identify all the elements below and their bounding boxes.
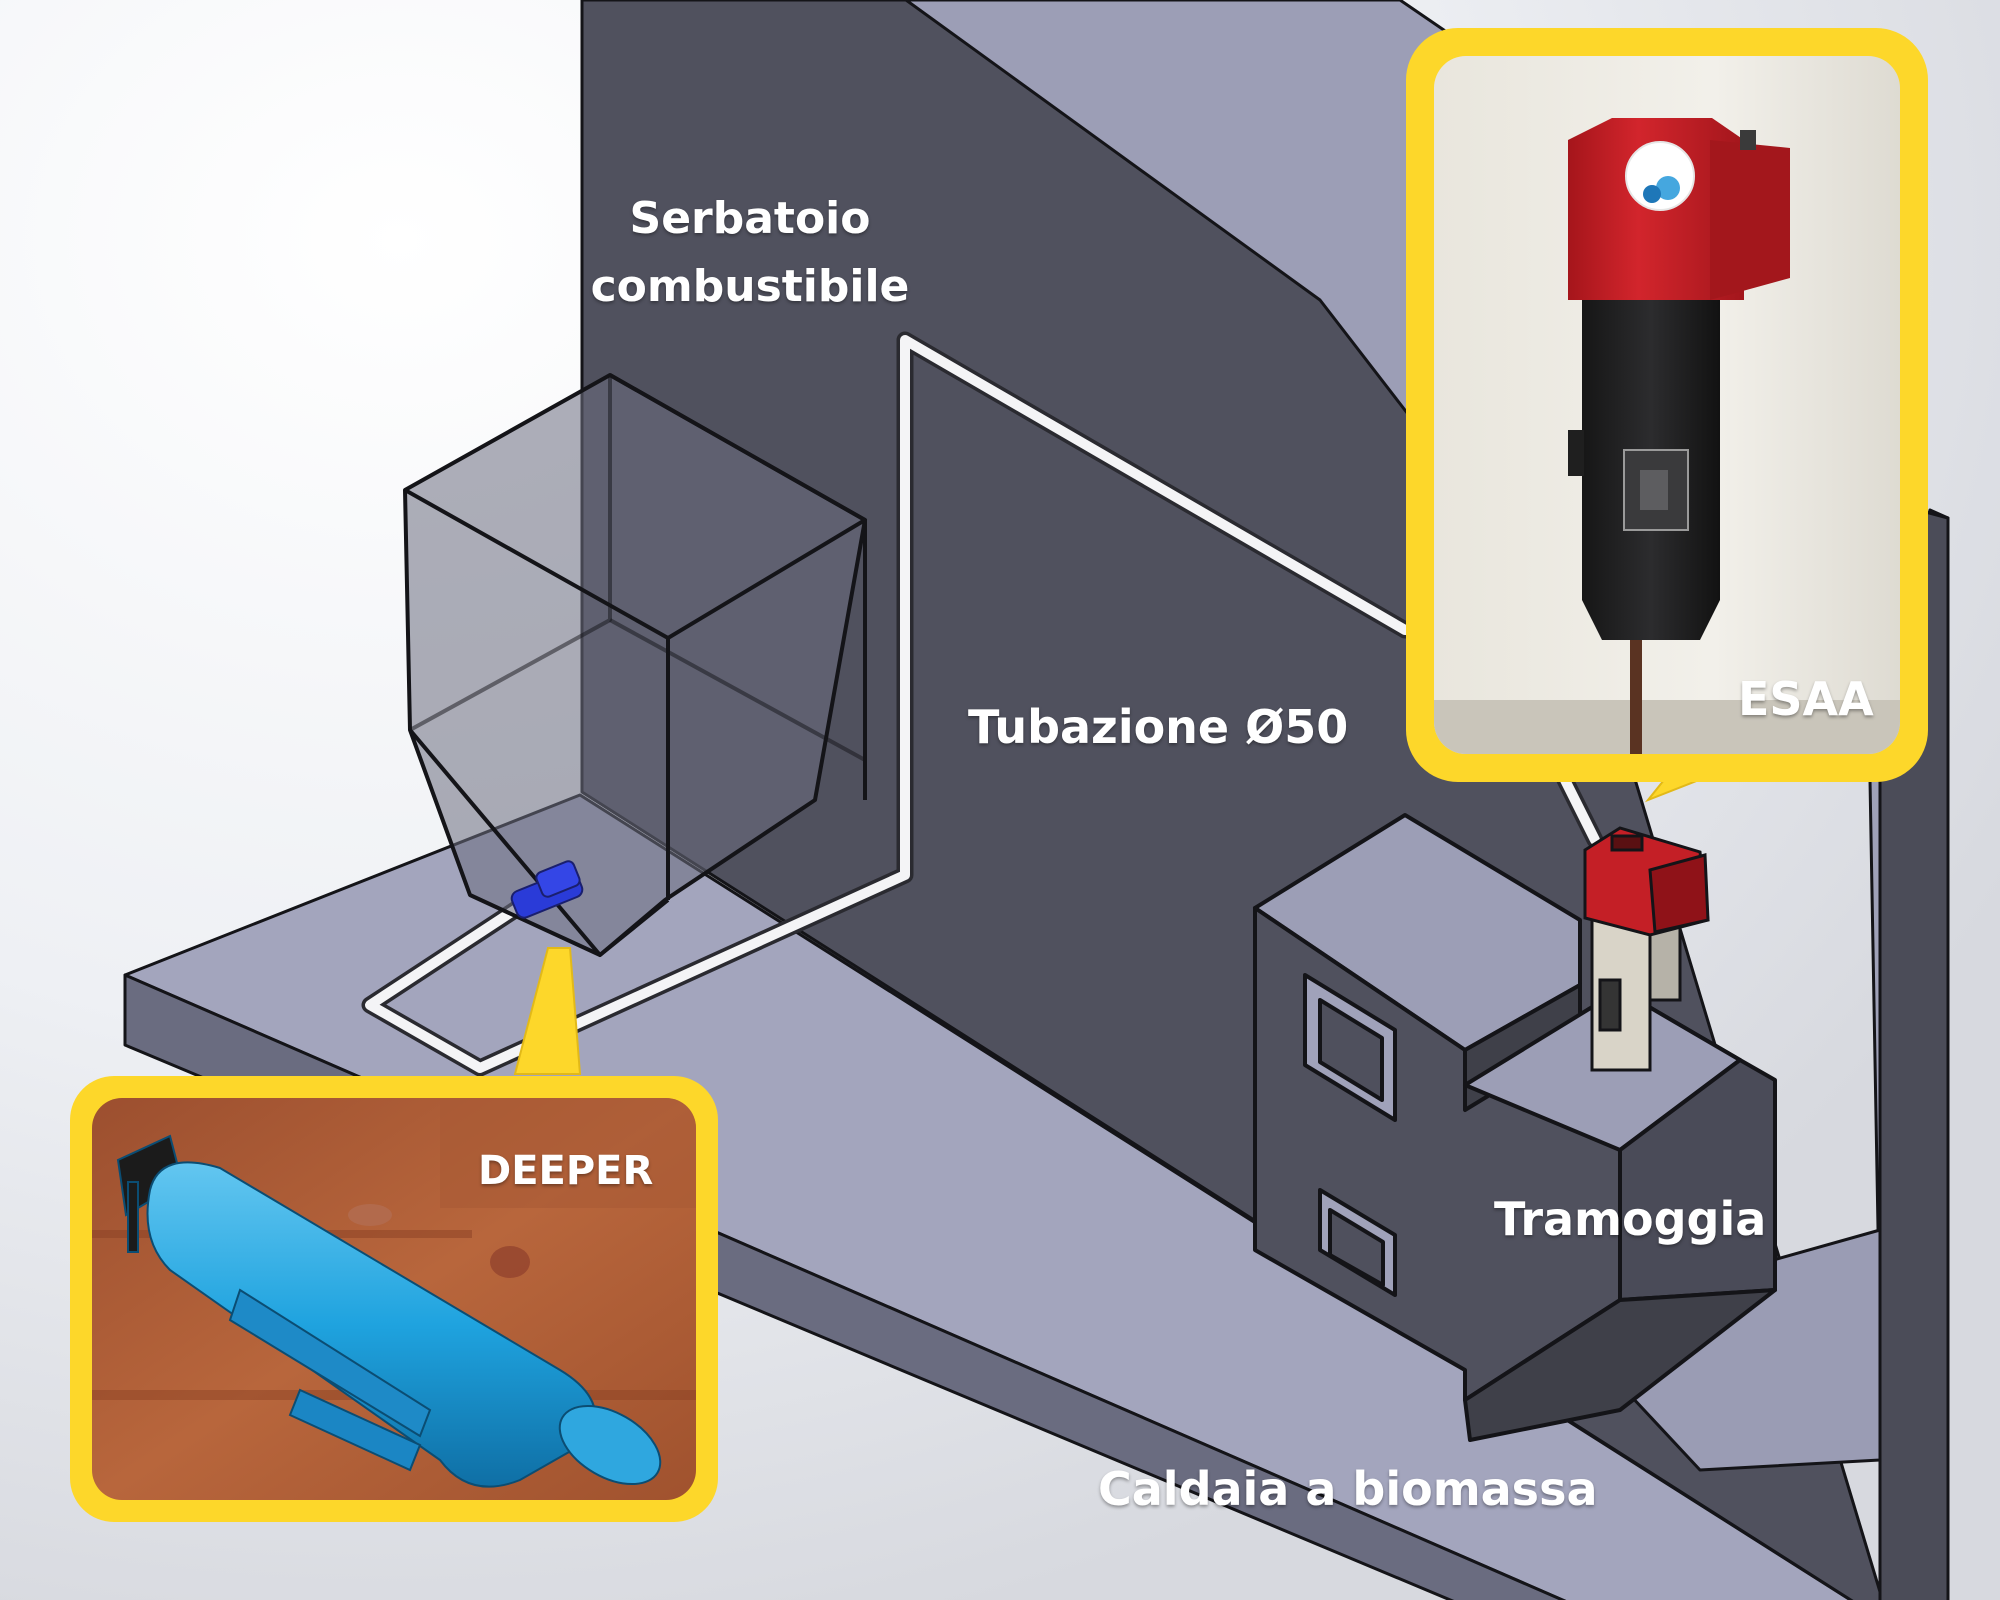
pipe xyxy=(361,331,1604,1077)
label-fuel-tank-line2: combustibile xyxy=(590,261,910,312)
deeper-callout xyxy=(70,947,718,1522)
deeper-photo xyxy=(116,1134,662,1488)
label-pipe: Tubazione Ø50 xyxy=(968,700,1349,754)
deeper-model xyxy=(510,860,584,919)
label-biomass-boiler: Caldaia a biomassa xyxy=(1098,1462,1598,1516)
label-esaa: ESAA xyxy=(1738,672,1874,726)
esaa-model xyxy=(1583,826,1710,1072)
label-fuel-tank-line1: Serbatoio xyxy=(629,193,871,244)
label-hopper: Tramoggia xyxy=(1494,1192,1767,1246)
label-fuel-tank: Serbatoio combustibile xyxy=(560,185,940,321)
label-deeper: DEEPER xyxy=(478,1148,654,1194)
fuel-tank xyxy=(403,373,867,957)
esaa-callout xyxy=(1406,28,1928,803)
esaa-logo xyxy=(1625,141,1695,211)
